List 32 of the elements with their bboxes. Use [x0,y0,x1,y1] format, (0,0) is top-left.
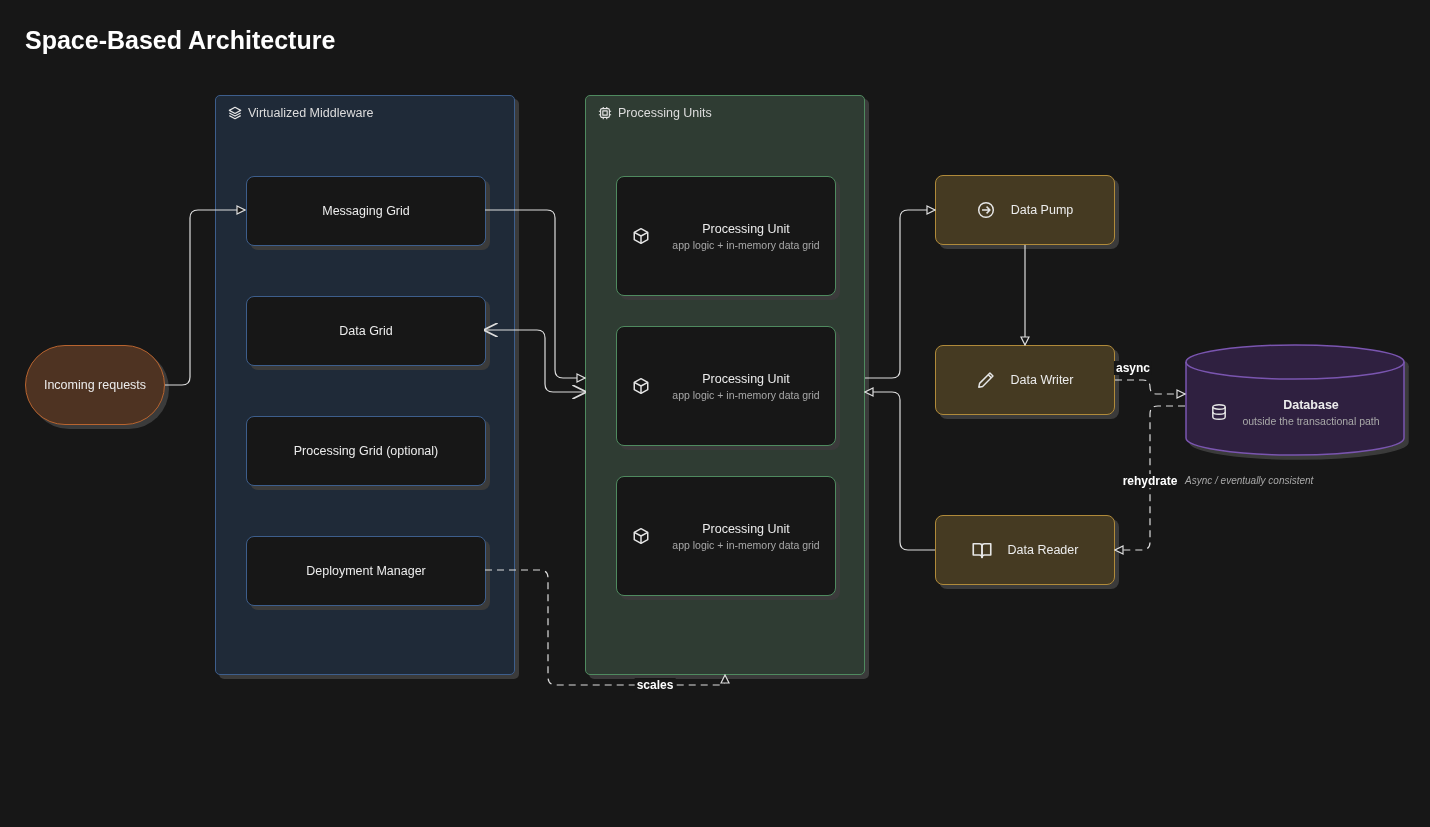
node-subtitle: app logic + in-memory data grid [672,538,820,551]
node-title: Processing Unit [702,521,790,536]
arrow [164,205,246,386]
group-title: Virtualized Middleware [248,106,374,120]
node-subtitle: app logic + in-memory data grid [672,238,820,251]
dashed-arrow [1114,405,1186,555]
node-title: Deployment Manager [306,564,426,578]
arrow [484,209,586,383]
node-title: Database [1283,397,1339,412]
edge-label: async [1114,361,1152,375]
node-title: Data Pump [1010,203,1074,217]
node-title: Data Reader [1007,543,1079,557]
node-title: Messaging Grid [322,204,410,218]
node-subtitle: app logic + in-memory data grid [672,388,820,401]
edge-label: rehydrate [1120,474,1180,488]
group-title: Processing Units [618,106,712,120]
note-text: Async / eventually consistent [1185,475,1314,486]
dashed-arrow [1114,379,1186,399]
arrow [864,387,936,551]
arrow [864,205,936,379]
node-title: Data Writer [1010,373,1074,387]
node-title: Processing Unit [702,371,790,386]
arrow [1020,244,1030,346]
node-title: Data Grid [339,324,393,338]
node-title: Incoming requests [43,378,147,392]
node-subtitle: outside the transactional path [1242,414,1380,427]
node-title: Processing Grid (optional) [293,444,439,458]
dashed-arrow [484,569,730,686]
node-title: Processing Unit [702,221,790,236]
edge-label: scales [634,678,676,692]
arrow [482,322,588,400]
diagram-title: Space-Based Architecture [25,26,336,55]
